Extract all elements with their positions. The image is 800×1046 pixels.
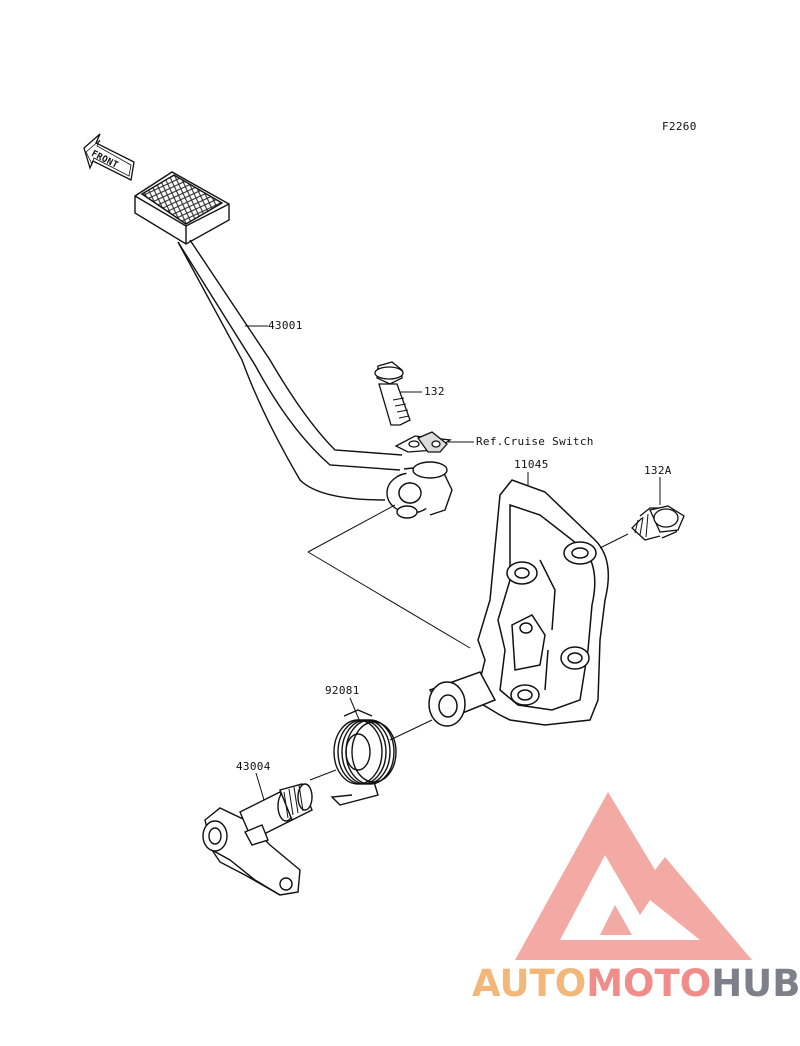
bolt-132-part	[374, 361, 411, 426]
front-arrow-icon	[83, 133, 135, 181]
spring-part	[330, 709, 397, 806]
watermark-brand-text: AUTOMOTOHUB	[472, 962, 800, 1005]
callout-132a: 132A	[644, 464, 672, 477]
callout-11045: 11045	[514, 458, 549, 471]
figure-code-label: F2260	[662, 120, 697, 133]
callout-43001: 43001	[268, 319, 303, 332]
watermark-part-auto: AUTO	[472, 962, 587, 1005]
leader-lines	[245, 325, 661, 801]
watermark-logo-icon	[515, 792, 752, 960]
bolt-132a-part	[631, 505, 685, 541]
watermark-part-moto: MOTO	[586, 962, 712, 1005]
watermark-part-hub: HUB	[711, 962, 800, 1005]
callout-cruise-switch-ref: Ref.Cruise Switch	[476, 435, 594, 448]
shaft-lever-part	[202, 783, 313, 896]
brake-pedal-part	[134, 171, 453, 519]
callout-43004: 43004	[236, 760, 271, 773]
callout-92081: 92081	[325, 684, 360, 697]
cruise-switch-plate-part	[394, 431, 452, 453]
bracket-part	[428, 479, 610, 727]
callout-132: 132	[424, 385, 445, 398]
